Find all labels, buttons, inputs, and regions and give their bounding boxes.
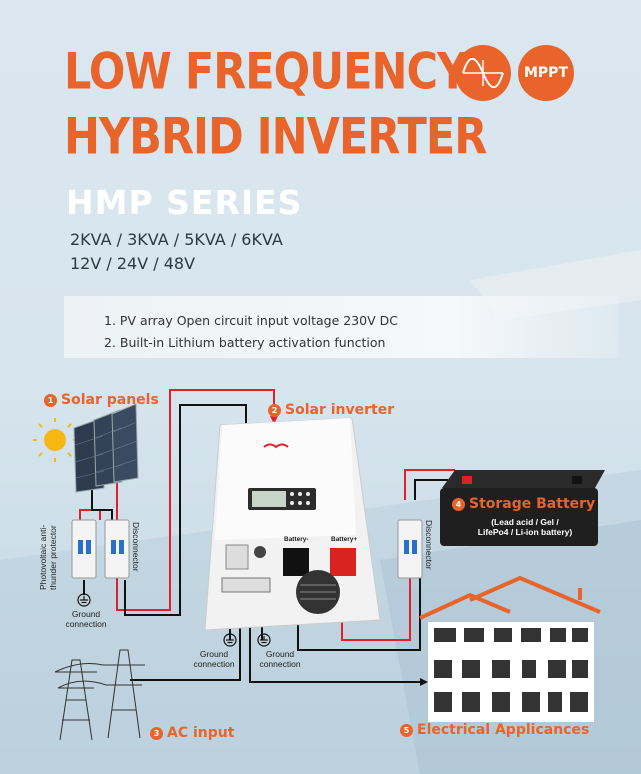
ground-label-inverter-a: Ground connection	[193, 649, 235, 669]
title-line2: HYBRID INVERTER	[64, 108, 487, 166]
protector-breaker-icon	[71, 519, 97, 579]
feature-2: 2. Built-in Lithium battery activation f…	[104, 335, 386, 350]
battery-types: (Lead acid / Gel / LifePo4 / Li-ion batt…	[477, 517, 573, 537]
disconnector-left-icon	[104, 519, 130, 579]
battery-pos-label: Battery+	[331, 536, 358, 543]
ground-label-inverter-b: Ground connection	[259, 649, 301, 669]
label-appliances: 5 Electrical Applicances	[400, 722, 589, 738]
feature-banner	[64, 296, 619, 358]
sun-icon	[33, 418, 77, 462]
label-solar-inverter: 2 Solar inverter	[268, 402, 394, 418]
appliances-grid	[428, 622, 594, 722]
label-storage-battery: 4 Storage Battery	[452, 496, 595, 512]
spec-voltage: 12V / 24V / 48V	[70, 254, 196, 273]
disconnector-right-icon	[397, 519, 423, 579]
transmission-tower-icon	[54, 649, 145, 741]
battery-neg-label: Battery-	[284, 536, 309, 543]
label-ac-input: 3 AC input	[150, 725, 234, 741]
title-line1: LOW FREQUENCY	[64, 43, 468, 101]
label-solar-panels: 1 Solar panels	[44, 392, 159, 408]
feature-1: 1. PV array Open circuit input voltage 2…	[104, 313, 398, 328]
solar-panel-icon	[73, 403, 139, 493]
mppt-badge: MPPT	[518, 45, 574, 101]
ground-icon	[77, 593, 271, 647]
pv-protector-label: Photovoltaic anti-thunder protector	[38, 524, 58, 590]
ground-label-left: Ground connection	[65, 609, 107, 629]
sine-wave-icon	[455, 45, 511, 101]
battery-icon	[440, 470, 605, 546]
series-name: HMP SERIES	[66, 183, 303, 222]
house-roof-icon	[419, 575, 601, 620]
disconnector-right-label: Disconnector	[424, 520, 434, 570]
disconnector-left-label: Disconnector	[131, 522, 141, 572]
inverter-icon	[204, 417, 381, 631]
spec-power: 2KVA / 3KVA / 5KVA / 6KVA	[70, 230, 283, 249]
